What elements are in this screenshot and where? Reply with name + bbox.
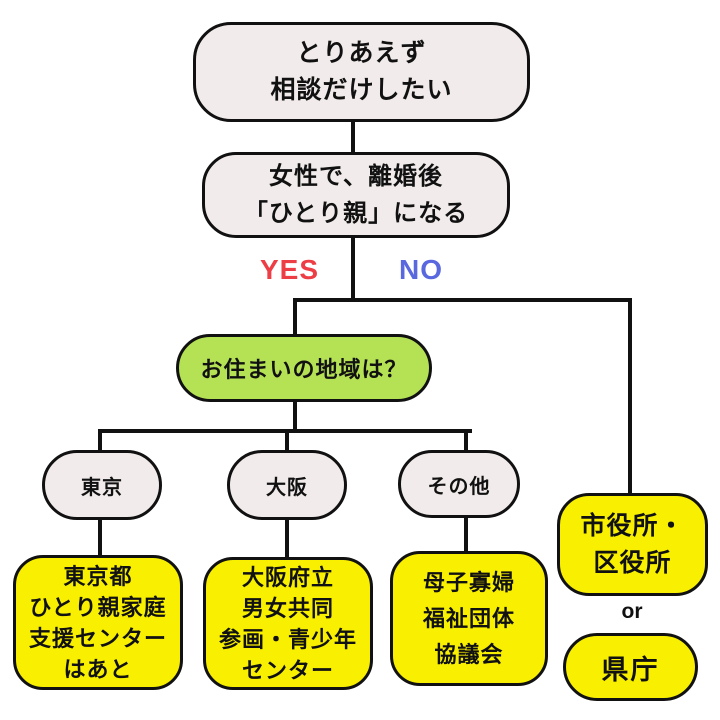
node-region-tokyo: 東京 bbox=[42, 450, 162, 520]
result-tokyo-line2: ひとり親家庭 bbox=[29, 594, 167, 620]
connector-region-down bbox=[293, 402, 297, 432]
result-other-line2: 福祉団体 bbox=[422, 605, 515, 631]
result-cityhall-line2: 区役所 bbox=[593, 548, 672, 577]
result-cityhall-line1: 市役所・ bbox=[580, 511, 685, 540]
region-tokyo-label: 東京 bbox=[81, 476, 123, 499]
node-start-line1: とりあえず bbox=[296, 39, 427, 67]
connector-yes-drop bbox=[293, 298, 297, 338]
node-result-kencho: 県庁 bbox=[563, 633, 698, 701]
connector-tokyo-result bbox=[98, 519, 102, 556]
result-other-line3: 協議会 bbox=[434, 641, 504, 667]
connector-osaka-drop bbox=[285, 429, 289, 452]
node-region-question: お住まいの地域は？ bbox=[176, 334, 432, 402]
no-label: NO bbox=[399, 254, 443, 285]
connector-osaka-result bbox=[285, 519, 289, 558]
result-tokyo-line1: 東京都 bbox=[63, 563, 133, 589]
connector-tokyo-drop bbox=[98, 429, 102, 452]
node-condition-line1: 女性で、離婚後 bbox=[268, 163, 444, 190]
region-osaka-label: 大阪 bbox=[266, 476, 308, 499]
node-start: とりあえず 相談だけしたい bbox=[193, 22, 530, 122]
result-osaka-line3: 参画・青少年 bbox=[218, 626, 357, 652]
node-condition-line2: 「ひとり親」になる bbox=[243, 200, 469, 227]
connector-no-drop bbox=[628, 298, 632, 495]
connector-start-to-condition bbox=[351, 120, 355, 154]
result-tokyo-line4: はあと bbox=[63, 656, 133, 682]
or-label: or bbox=[621, 600, 643, 623]
node-region-osaka: 大阪 bbox=[227, 450, 347, 520]
region-question-text: お住まいの地域は？ bbox=[200, 357, 408, 382]
region-other-label: その他 bbox=[427, 475, 491, 498]
result-osaka-line4: センター bbox=[241, 657, 334, 683]
result-osaka-line2: 男女共同 bbox=[241, 595, 334, 621]
node-result-cityhall: 市役所・ 区役所 bbox=[557, 493, 708, 596]
connector-condition-down bbox=[351, 238, 355, 302]
connector-yesno-branch bbox=[293, 298, 632, 302]
connector-other-drop bbox=[464, 429, 468, 452]
node-start-line2: 相談だけしたい bbox=[270, 76, 453, 104]
result-other-line1: 母子寡婦 bbox=[422, 569, 515, 595]
node-condition: 女性で、離婚後 「ひとり親」になる bbox=[202, 152, 510, 238]
node-result-tokyo: 東京都 ひとり親家庭 支援センター はあと bbox=[13, 555, 183, 690]
connector-other-result bbox=[464, 517, 468, 551]
result-osaka-line1: 大阪府立 bbox=[241, 564, 334, 590]
node-region-other: その他 bbox=[398, 450, 520, 518]
yes-label: YES bbox=[260, 254, 320, 285]
result-tokyo-line3: 支援センター bbox=[28, 625, 167, 651]
result-kencho-text: 県庁 bbox=[601, 654, 660, 685]
node-result-osaka: 大阪府立 男女共同 参画・青少年 センター bbox=[203, 557, 373, 690]
node-result-other: 母子寡婦 福祉団体 協議会 bbox=[390, 551, 548, 686]
